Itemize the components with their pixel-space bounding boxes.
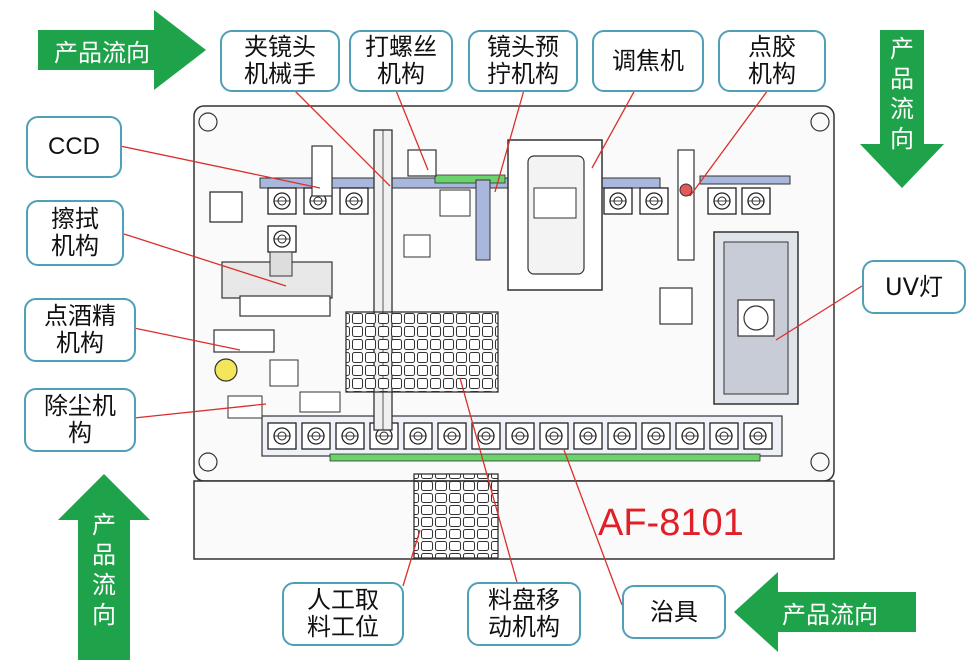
material-tray — [345, 311, 499, 393]
label-manual-station: 人工取 料工位 — [282, 582, 404, 646]
label-glue-mech: 点胶 机构 — [718, 30, 826, 92]
flow-text-top-right: 产品流向 — [890, 35, 914, 153]
label-wipe-mech: 擦拭 机构 — [26, 200, 124, 266]
label-uv-lamp: UV灯 — [862, 260, 966, 314]
model-number: AF-8101 — [598, 502, 744, 544]
label-alcohol-mech: 点酒精 机构 — [24, 298, 136, 362]
flow-arrow-shapes — [38, 10, 944, 660]
label-lens-pretighten: 镜头预 拧机构 — [468, 30, 578, 92]
flow-text-top-left: 产品流向 — [54, 38, 150, 67]
label-ccd: CCD — [26, 116, 122, 178]
label-focus-machine: 调焦机 — [592, 30, 704, 92]
lower-nests — [267, 422, 773, 450]
flow-text-bottom-left: 产品流向 — [92, 511, 116, 629]
label-tray-move: 料盘移 动机构 — [467, 582, 581, 646]
label-dust-mech: 除尘机 构 — [24, 388, 136, 452]
label-screw-mech: 打螺丝 机构 — [349, 30, 453, 92]
flow-text-bottom-right: 产品流向 — [782, 600, 878, 629]
manual-tray — [413, 473, 499, 559]
lower-frame — [193, 480, 835, 560]
label-lens-gripper: 夹镜头 机械手 — [220, 30, 340, 92]
label-fixture: 治具 — [622, 585, 726, 639]
